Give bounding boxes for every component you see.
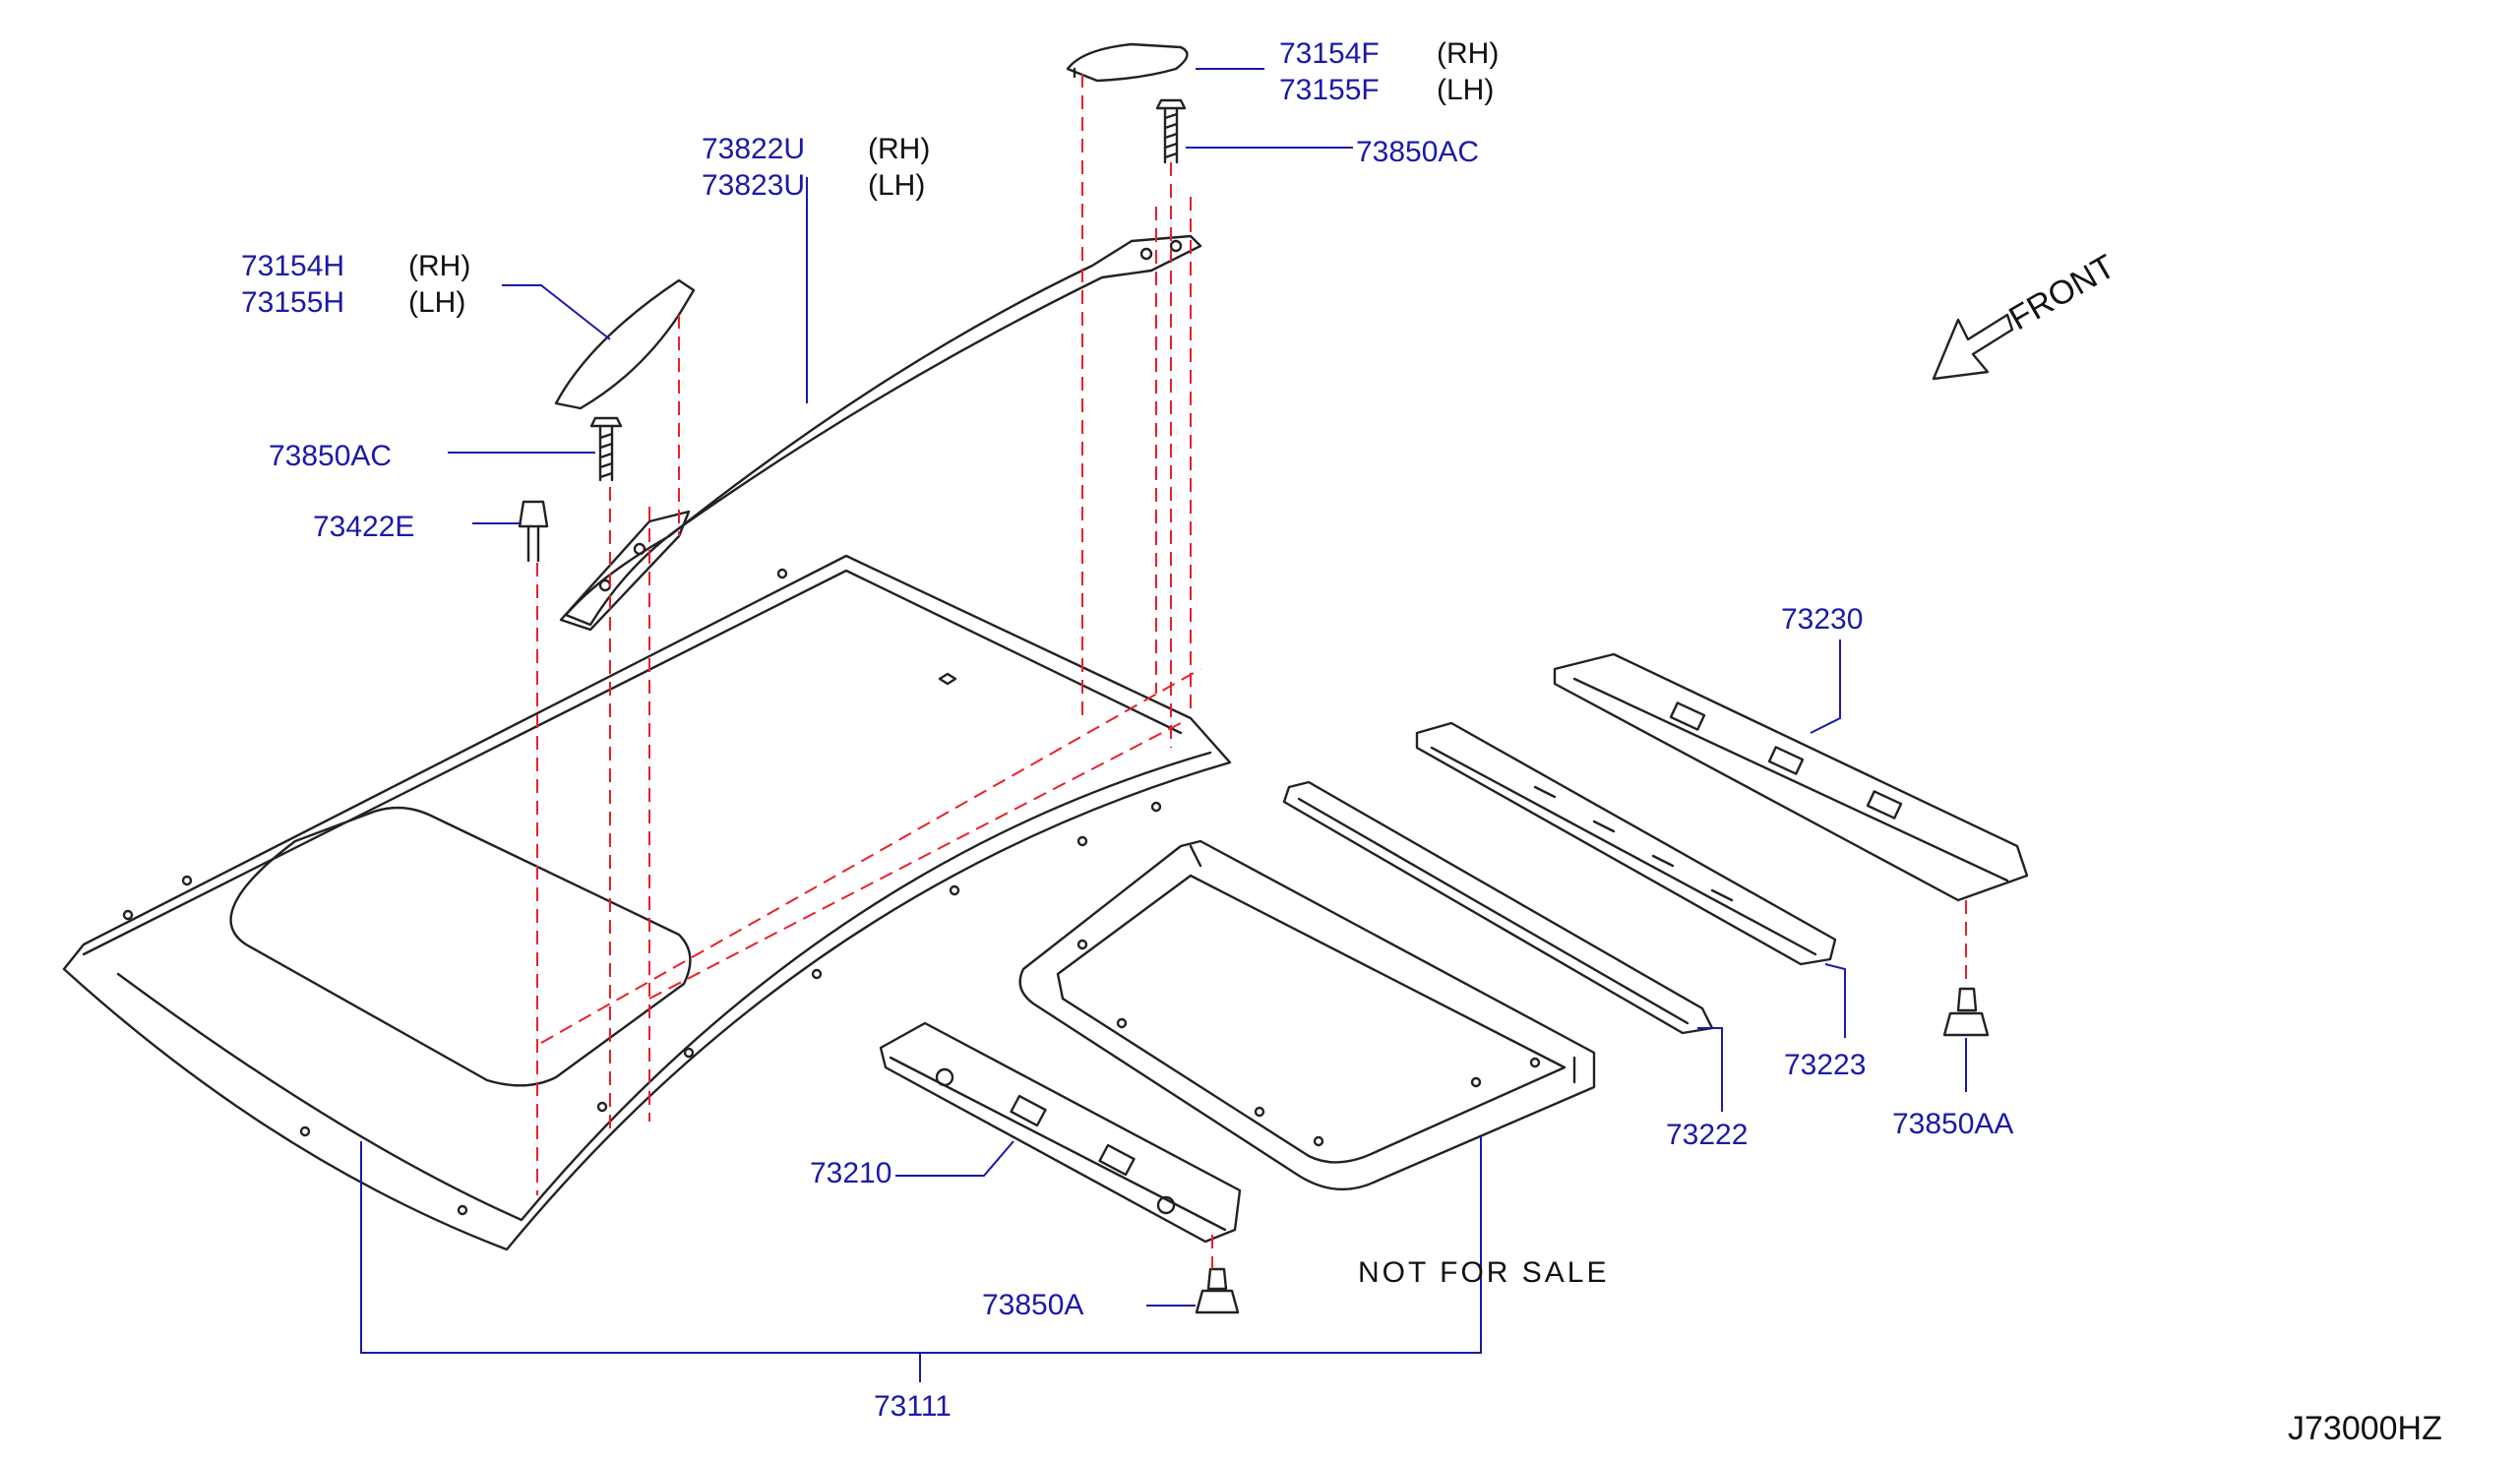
rail-end-cover-rear (1066, 42, 1189, 83)
rear-header-73230 (1553, 652, 2029, 902)
side-label-rh: (RH) (1437, 37, 1500, 70)
part-number-73850AA[interactable]: 73850AA (1892, 1108, 2014, 1140)
bolt-73850AC-top (1155, 98, 1187, 164)
not-for-sale-note: NOT FOR SALE (1358, 1256, 1610, 1289)
side-label-rh: (RH) (868, 133, 931, 165)
part-number-73154F[interactable]: 73154F (1279, 37, 1380, 70)
part-number-73850AC[interactable]: 73850AC (1356, 136, 1480, 168)
part-number-73111[interactable]: 73111 (874, 1390, 952, 1423)
cross-member-73223 (1415, 721, 1837, 966)
part-number-73210[interactable]: 73210 (810, 1157, 892, 1189)
alignment-lines (536, 74, 1967, 1269)
part-number-73155H[interactable]: 73155H (241, 286, 345, 319)
roof-panel (62, 554, 1232, 1251)
bolt-73422E (518, 500, 549, 563)
side-label-rh: (RH) (408, 250, 471, 282)
part-number-73155F[interactable]: 73155F (1279, 74, 1380, 106)
part-number-73822U[interactable]: 73822U (702, 133, 806, 165)
part-number-73154H[interactable]: 73154H (241, 250, 345, 282)
roof-rail (559, 234, 1202, 632)
leader-lines (360, 68, 1967, 1382)
sunroof-frame (1018, 839, 1596, 1190)
part-number-73230[interactable]: 73230 (1781, 603, 1864, 636)
side-label-lh: (LH) (408, 286, 466, 319)
part-number-73223[interactable]: 73223 (1784, 1049, 1867, 1081)
part-number-73850AC[interactable]: 73850AC (269, 440, 393, 472)
diagram-code: J73000HZ (2288, 1410, 2442, 1447)
rail-end-cover-front (554, 278, 696, 410)
bolt-73850AC-left (589, 416, 623, 482)
side-label-lh: (LH) (868, 169, 926, 202)
cross-member-73222 (1282, 780, 1714, 1035)
bolt-73850A (1195, 1267, 1240, 1314)
part-number-73422E[interactable]: 73422E (313, 511, 415, 543)
side-label-lh: (LH) (1437, 74, 1495, 106)
front-arrow-icon (1932, 313, 2014, 381)
part-number-73850A[interactable]: 73850A (982, 1289, 1084, 1321)
part-number-73823U[interactable]: 73823U (702, 169, 806, 202)
part-number-73222[interactable]: 73222 (1666, 1119, 1749, 1151)
bolt-73850AA (1942, 987, 1990, 1037)
front-cross-member (879, 1021, 1242, 1244)
